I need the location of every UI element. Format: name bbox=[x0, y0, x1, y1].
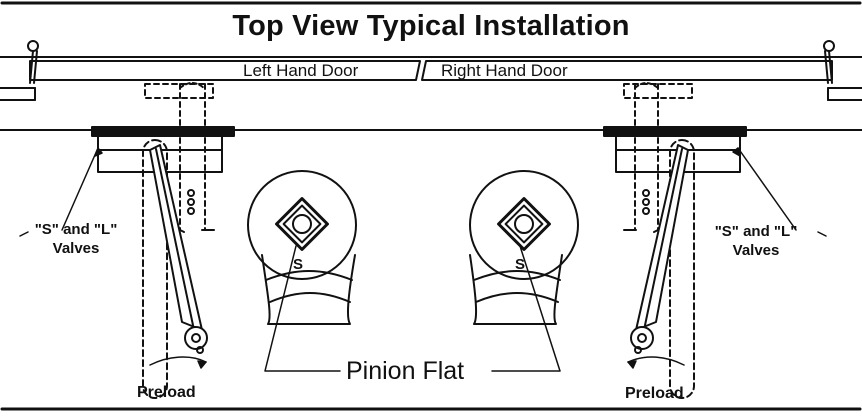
pinion-s-mark-right: S bbox=[515, 256, 526, 273]
valves-label-left-line1: "S" and "L" bbox=[34, 221, 118, 238]
left-door-label: Left Hand Door bbox=[243, 61, 359, 80]
page-title: Top View Typical Installation bbox=[232, 10, 630, 42]
left-pinion bbox=[247, 170, 357, 325]
pinion-flat-leaders bbox=[264, 245, 561, 372]
pinion-flat-label: Pinion Flat bbox=[346, 357, 465, 385]
preload-label-right: Preload bbox=[625, 385, 684, 402]
door-frame bbox=[0, 56, 862, 131]
valves-label-left: "S" and "L" Valves bbox=[20, 220, 132, 258]
right-pinion bbox=[469, 170, 579, 325]
valves-label-right-line2: Valves bbox=[732, 242, 780, 259]
pinion-s-mark-left: S bbox=[293, 256, 304, 273]
right-door-label: Right Hand Door bbox=[441, 61, 568, 80]
valves-label-right: "S" and "L" Valves bbox=[694, 222, 818, 260]
left-pivot-pin bbox=[27, 40, 39, 84]
valves-label-left-line2: Valves bbox=[52, 240, 100, 257]
valves-label-right-line1: "S" and "L" bbox=[714, 223, 798, 240]
preload-arrows bbox=[149, 356, 685, 369]
left-door-panel bbox=[29, 60, 421, 81]
preload-label-left: Preload bbox=[137, 384, 196, 401]
right-closer bbox=[603, 82, 747, 399]
valves-leaders bbox=[19, 147, 827, 237]
right-pivot-pin bbox=[823, 40, 835, 84]
